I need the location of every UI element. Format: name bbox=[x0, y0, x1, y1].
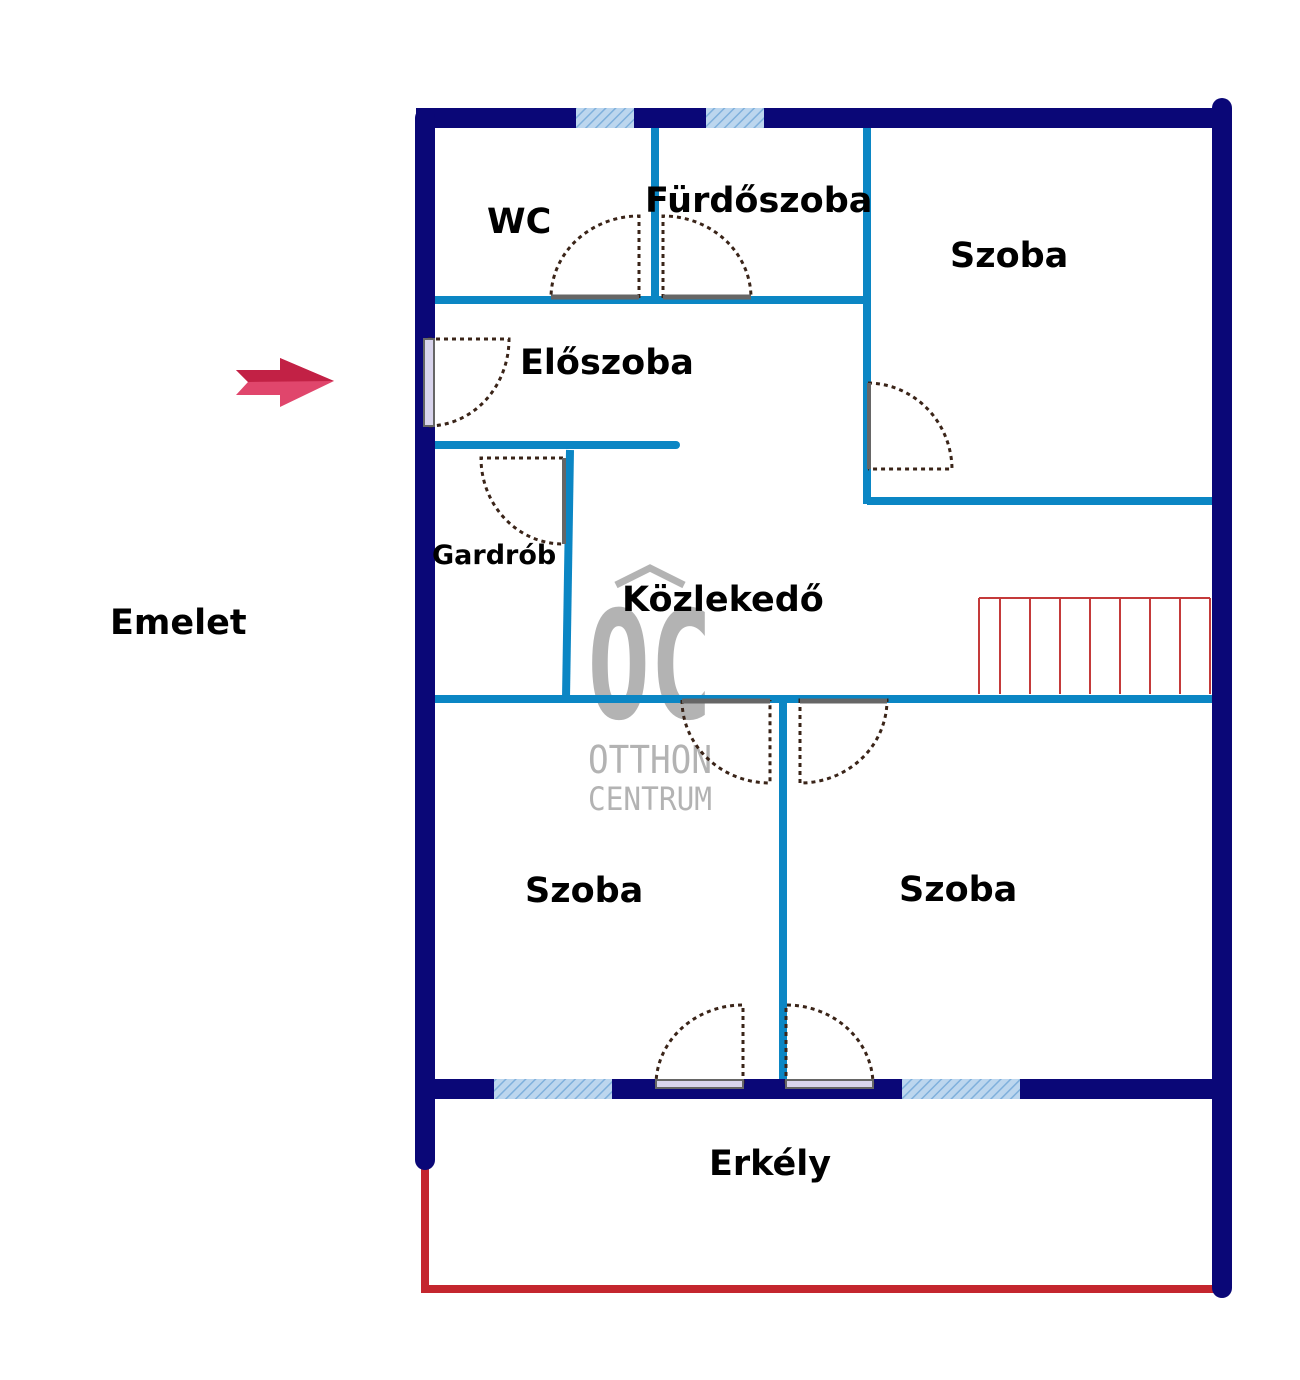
door-room-top-right bbox=[867, 381, 954, 471]
room-label-balcony: Erkély bbox=[709, 1144, 831, 1184]
door-balcony-right bbox=[784, 1003, 875, 1089]
watermark-line2: CENTRUM bbox=[588, 780, 712, 818]
door-wc bbox=[549, 214, 641, 300]
room-label-wardrobe: Gardrób bbox=[432, 540, 556, 571]
floor-label: Emelet bbox=[110, 603, 247, 643]
room-label-corridor: Közlekedő bbox=[622, 580, 824, 620]
door-room-bottom-right-top bbox=[798, 698, 889, 785]
room-label-room-top-right: Szoba bbox=[950, 236, 1068, 276]
room-label-room-bottom-right: Szoba bbox=[899, 870, 1017, 910]
window bbox=[706, 108, 764, 128]
window bbox=[902, 1079, 1020, 1099]
door-wardrobe bbox=[479, 456, 566, 546]
room-label-bathroom: Fürdőszoba bbox=[645, 181, 872, 221]
staircase bbox=[978, 597, 1211, 694]
doors bbox=[423, 214, 954, 1089]
room-label-wc: WC bbox=[487, 202, 551, 242]
room-label-room-bottom-left: Szoba bbox=[525, 871, 643, 911]
watermark-logo: OC bbox=[588, 580, 713, 754]
windows bbox=[494, 108, 1020, 1099]
window bbox=[576, 108, 634, 128]
door-bathroom bbox=[661, 214, 753, 300]
balcony-railing bbox=[421, 1160, 1220, 1293]
otthon-centrum-logo-icon: OC OTTHON CENTRUM bbox=[588, 564, 713, 818]
watermark-line1: OTTHON bbox=[588, 738, 712, 782]
arrow-right-icon bbox=[236, 358, 334, 407]
door-entrance bbox=[423, 337, 511, 428]
door-balcony-left bbox=[654, 1003, 745, 1089]
door-room-bottom-left-top bbox=[680, 698, 772, 785]
window bbox=[494, 1079, 612, 1099]
room-label-hall: Előszoba bbox=[520, 343, 694, 383]
